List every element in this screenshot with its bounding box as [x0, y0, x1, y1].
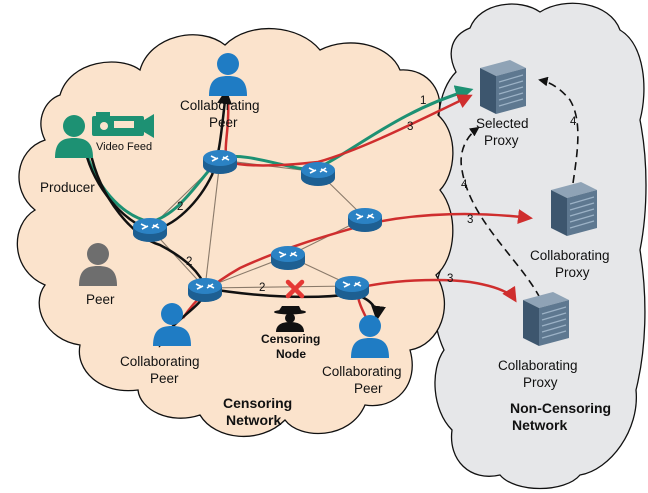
router-icon — [202, 149, 238, 175]
collaborating-proxy-bot-server-icon — [522, 291, 570, 347]
collab-proxy-bot-label-1: Collaborating — [498, 358, 578, 373]
path-num-dashed-left: 4 — [461, 179, 468, 191]
collab-peer-right-label-1: Collaborating — [322, 364, 402, 379]
black-path-blocked — [204, 286, 386, 321]
router-icon — [334, 275, 370, 301]
collab-proxy-mid-label-2: Proxy — [555, 265, 590, 280]
censoring-node-icon — [274, 306, 306, 332]
red-path-top — [224, 94, 473, 167]
collaborating-proxy-mid-server-icon — [550, 181, 598, 237]
selected-proxy-label-1: Selected — [476, 116, 529, 131]
collab-peer-right-label-2: Peer — [354, 381, 383, 396]
router-icon — [347, 207, 383, 233]
censoring-network-label-2: Network — [226, 412, 281, 428]
path-num-black-blocked: 2 — [259, 282, 265, 294]
router-icon — [132, 217, 168, 243]
selected-proxy-server-icon — [479, 59, 527, 115]
path-num-dashed-right: 4 — [570, 116, 577, 128]
dashed-path-left — [460, 126, 541, 299]
collab-peer-top-label-1: Collaborating — [180, 98, 260, 113]
router-icon — [300, 161, 336, 187]
path-num-red-mid: 3 — [467, 214, 473, 226]
collab-proxy-bot-label-2: Proxy — [523, 375, 558, 390]
peer-label: Peer — [86, 292, 115, 307]
video-feed-label: Video Feed — [96, 141, 152, 153]
collab-peer-top-label-2: Peer — [209, 115, 238, 130]
collab-peer-left-label-1: Collaborating — [120, 354, 200, 369]
censoring-node-label-2: Node — [276, 347, 306, 361]
router-icon — [270, 245, 306, 271]
non-censoring-network-label-2: Network — [512, 417, 567, 433]
path-num-black-upper: 2 — [177, 201, 183, 213]
path-num-green: 1 — [420, 95, 426, 107]
dashed-path-right — [538, 76, 579, 184]
red-path-bot — [356, 278, 517, 326]
collab-proxy-mid-label-1: Collaborating — [530, 248, 610, 263]
non-censoring-network-label-1: Non-Censoring — [510, 400, 611, 416]
collab-peer-left-label-2: Peer — [150, 371, 179, 386]
path-num-red-top: 3 — [407, 121, 413, 133]
block-x-icon — [285, 279, 305, 299]
path-num-red-bot: 3 — [447, 273, 453, 285]
censoring-node-label-1: Censoring — [261, 332, 320, 346]
selected-proxy-label-2: Proxy — [484, 133, 519, 148]
black-path-to-left-peer — [88, 149, 209, 348]
router-icon — [187, 277, 223, 303]
producer-label: Producer — [40, 180, 95, 195]
path-num-black-lower: 2 — [186, 256, 192, 268]
censoring-network-label-1: Censoring — [223, 395, 292, 411]
video-camera-icon — [92, 112, 154, 138]
